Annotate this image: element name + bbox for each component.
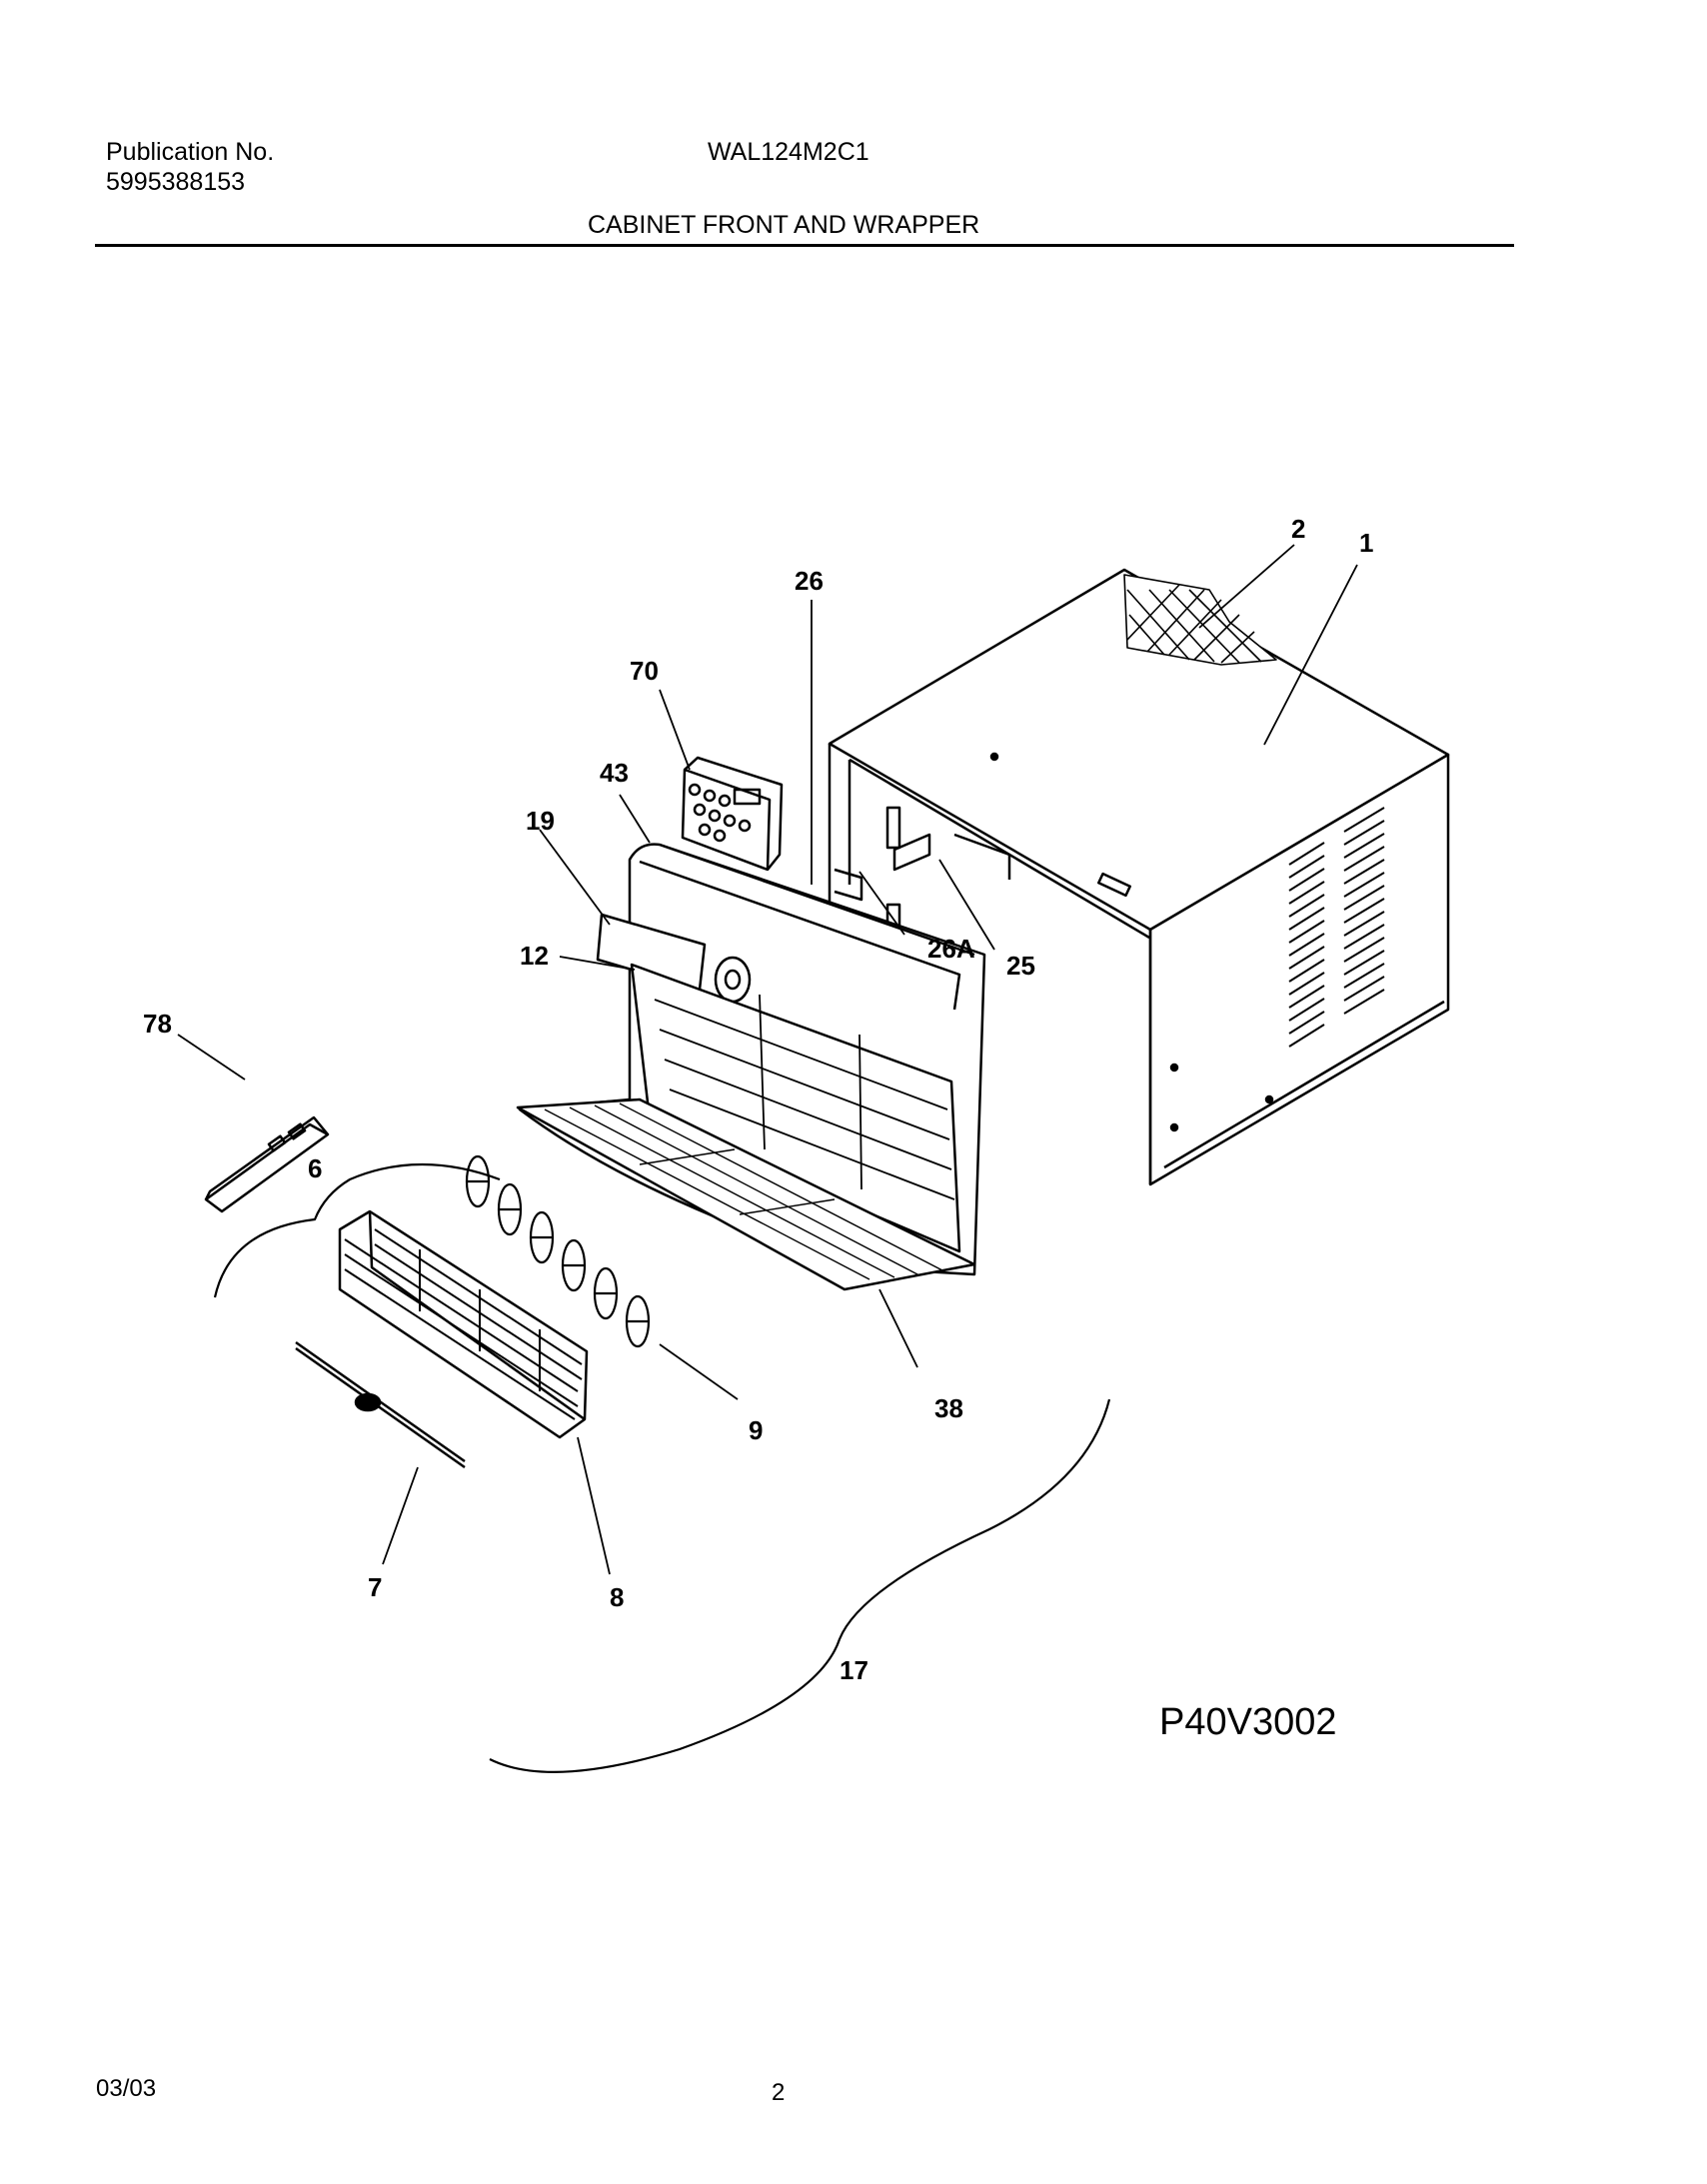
callout-12: 12 <box>520 941 549 971</box>
control-panel-drawing <box>681 756 784 872</box>
callout-17: 17 <box>840 1655 868 1685</box>
callout-6: 6 <box>308 1153 322 1183</box>
callout-26A: 26A <box>927 934 975 964</box>
callout-26: 26 <box>795 566 824 596</box>
callout-8: 8 <box>610 1582 624 1612</box>
louvers-drawing <box>465 1154 651 1348</box>
callout-38: 38 <box>934 1393 963 1423</box>
discharge-grille-drawing <box>338 1209 589 1439</box>
callout-70: 70 <box>630 656 659 686</box>
callout-1: 1 <box>1359 528 1373 558</box>
callout-2: 2 <box>1291 514 1305 544</box>
callout-labels: 1 2 26 70 43 19 12 26A 25 78 6 9 38 7 8 … <box>143 514 1373 1743</box>
publication-date: 03/03 <box>96 2075 157 2102</box>
page-number: 2 <box>772 2079 786 2106</box>
callout-25: 25 <box>1006 951 1035 981</box>
publication-label: Publication No. <box>106 138 275 166</box>
header-rule <box>95 244 1514 247</box>
figure-code: P40V3002 <box>1159 1701 1337 1743</box>
callout-43: 43 <box>600 758 629 788</box>
callout-9: 9 <box>749 1415 763 1445</box>
section-title: CABINET FRONT AND WRAPPER <box>588 211 980 239</box>
remote-control-drawing <box>204 1115 330 1213</box>
publication-number: 5995388153 <box>106 168 246 196</box>
front-panel-drawing <box>516 843 986 1291</box>
callout-7: 7 <box>368 1572 382 1602</box>
callout-19: 19 <box>526 806 555 836</box>
cabinet-wrapper-drawing <box>828 568 1450 1186</box>
louver-linkage-drawing <box>295 1340 466 1469</box>
insulation-drawing <box>1123 574 1277 666</box>
model-number: WAL124M2C1 <box>708 138 869 166</box>
callout-78: 78 <box>143 1009 172 1039</box>
